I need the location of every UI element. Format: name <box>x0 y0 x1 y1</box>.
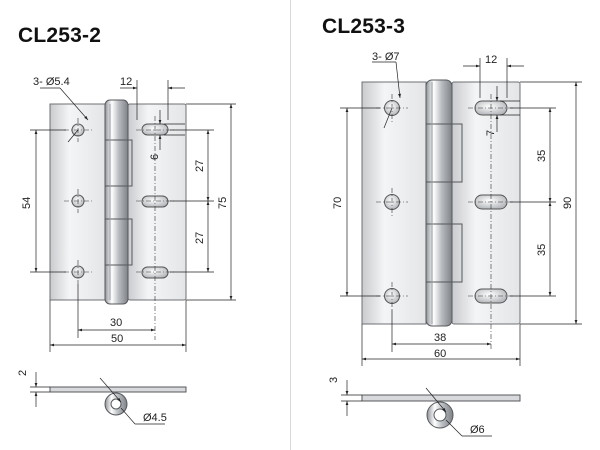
hinge-barrel <box>425 79 453 327</box>
dim-overall-height: 75 <box>217 197 229 209</box>
hinge-barrel <box>104 99 129 305</box>
dim-thickness: 2 <box>17 370 29 376</box>
dim-slot-height: 6 <box>149 154 161 160</box>
model-title-cl253-3: CL253-3 <box>322 15 406 38</box>
dim-overall-height: 90 <box>562 197 574 209</box>
dim-slot-offset: 12 <box>485 54 497 66</box>
dim-hole-span: 54 <box>21 197 33 209</box>
dim-slot-span: 38 <box>434 332 446 344</box>
dim-hole-span: 70 <box>332 197 344 209</box>
dim-pitch-lower: 27 <box>194 232 206 244</box>
dim-overall-width: 60 <box>434 348 446 360</box>
panel-divider <box>290 0 291 450</box>
dim-slot-height: 7 <box>485 130 497 136</box>
hinge-cl253-3: 3- Ø7 12 7 35 35 90 70 38 60 <box>328 51 582 437</box>
dim-pin-diameter: Ø6 <box>470 424 485 436</box>
hinge-cl253-2: 3- Ø5.4 12 6 27 27 75 54 30 50 <box>17 76 236 425</box>
dim-pitch-upper: 35 <box>536 150 548 162</box>
dim-hole-callout: 3- Ø5.4 <box>33 76 70 88</box>
dim-pitch-lower: 35 <box>536 244 548 256</box>
dim-slot-offset: 12 <box>120 76 132 88</box>
side-view-cl253-3: 3 Ø6 <box>328 377 521 437</box>
dim-pin-diameter: Ø4.5 <box>143 412 167 424</box>
dim-overall-width: 50 <box>111 333 123 345</box>
side-view-cl253-2: 2 Ø4.5 <box>17 370 187 425</box>
dim-thickness: 3 <box>328 377 340 383</box>
model-title-cl253-2: CL253-2 <box>18 24 102 47</box>
dim-hole-callout: 3- Ø7 <box>372 51 400 63</box>
dim-pitch-upper: 27 <box>194 160 206 172</box>
dim-slot-span: 30 <box>110 317 122 329</box>
